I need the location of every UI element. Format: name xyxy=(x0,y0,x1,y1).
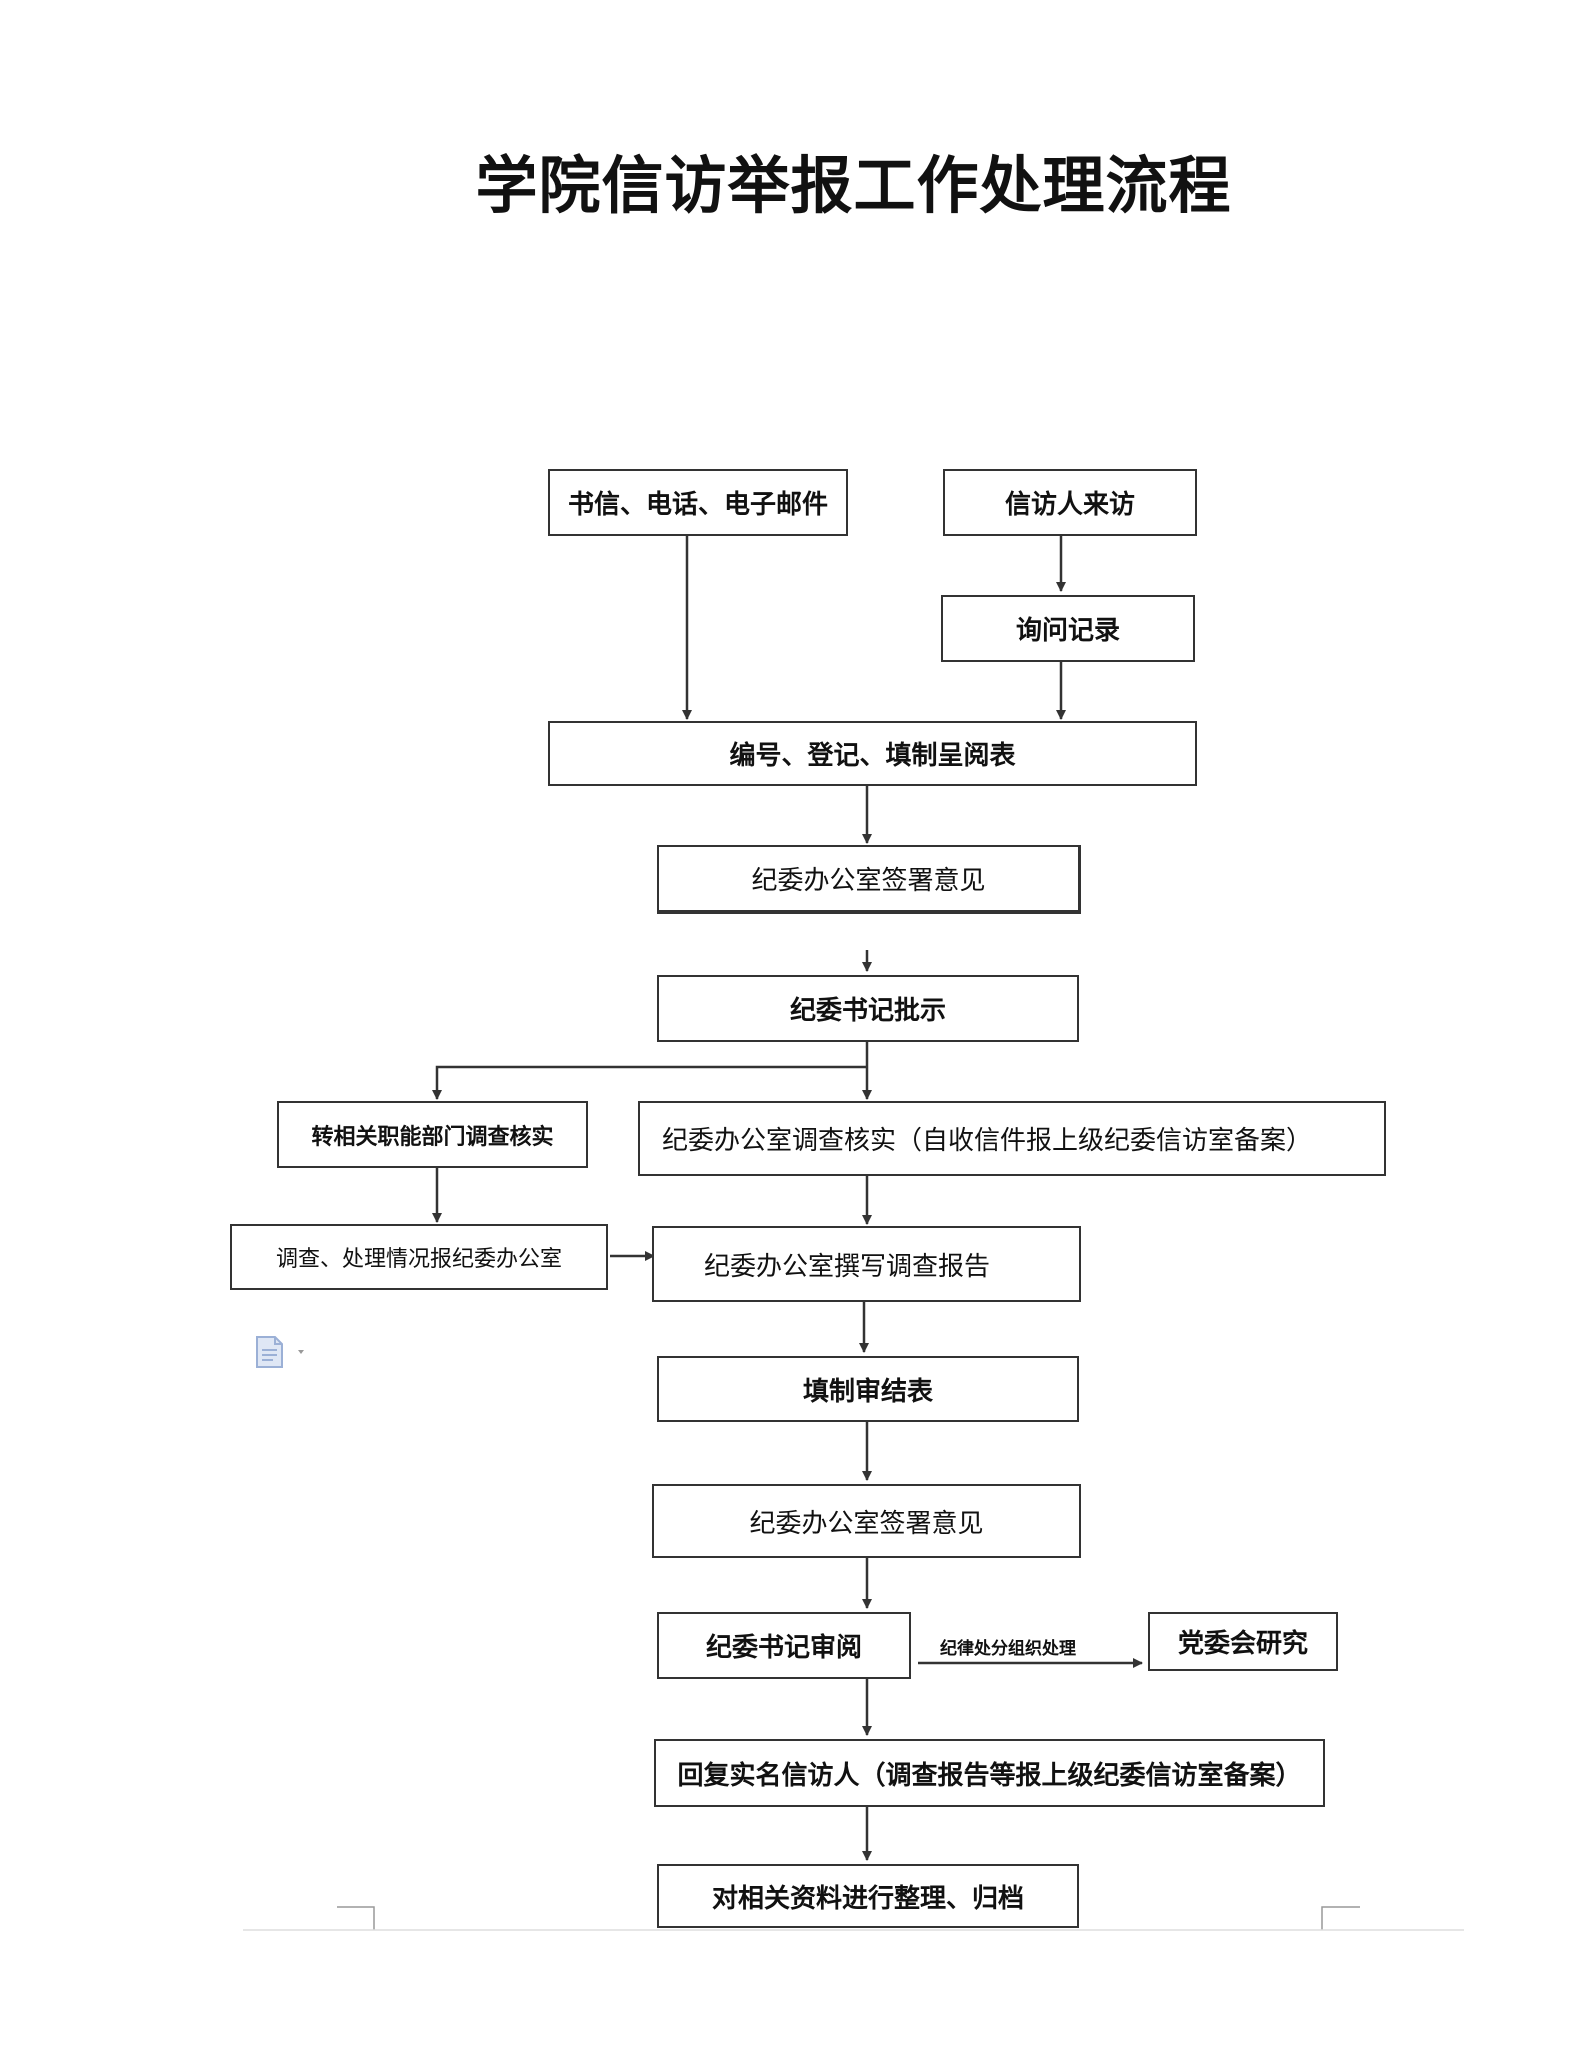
node-label: 询问记录 xyxy=(1015,616,1120,646)
node-office-opinion-2: 纪委办公室签署意见 xyxy=(652,1484,1081,1558)
edge-label-discipline: 纪律处分组织处理 xyxy=(940,1639,1076,1659)
node-label: 纪委办公室签署意见 xyxy=(751,866,986,896)
node-office-opinion-1: 纪委办公室签署意见 xyxy=(657,845,1081,914)
node-secretary-review: 纪委书记审阅 xyxy=(657,1612,911,1679)
node-secretary-instruction: 纪委书记批示 xyxy=(657,975,1079,1042)
node-label: 纪委办公室撰写调查报告 xyxy=(704,1251,991,1282)
node-label: 纪委办公室签署意见 xyxy=(749,1508,984,1539)
node-label: 编号、登记、填制呈阅表 xyxy=(729,741,1016,771)
page-title: 学院信访举报工作处理流程 xyxy=(475,149,1232,222)
node-label: 填制审结表 xyxy=(802,1376,933,1407)
arrow-instruction-to-transfer xyxy=(432,1065,867,1100)
node-label: 回复实名信访人（调查报告等报上级纪委信访室备案） xyxy=(677,1760,1302,1791)
node-reply-informant: 回复实名信访人（调查报告等报上级纪委信访室备案） xyxy=(654,1739,1325,1807)
node-archive: 对相关资料进行整理、归档 xyxy=(657,1864,1079,1928)
node-label: 党委会研究 xyxy=(1177,1629,1308,1659)
node-report-to-office: 调查、处理情况报纪委办公室 xyxy=(230,1224,608,1290)
node-fill-form: 填制审结表 xyxy=(657,1356,1079,1422)
document-icon[interactable] xyxy=(253,1334,313,1370)
node-party-committee: 党委会研究 xyxy=(1148,1612,1338,1671)
node-label: 信访人来访 xyxy=(1004,490,1135,520)
node-label: 纪委书记审阅 xyxy=(705,1633,862,1663)
node-transfer-departments: 转相关职能部门调查核实 xyxy=(277,1101,588,1168)
node-letters-phone-email: 书信、电话、电子邮件 xyxy=(548,469,848,536)
node-write-report: 纪委办公室撰写调查报告 xyxy=(652,1226,1081,1302)
node-inquiry-record: 询问记录 xyxy=(941,595,1195,662)
node-office-investigate: 纪委办公室调查核实（自收信件报上级纪委信访室备案） xyxy=(638,1101,1386,1176)
node-label: 转相关职能部门调查核实 xyxy=(311,1124,554,1150)
node-label: 对相关资料进行整理、归档 xyxy=(711,1883,1024,1914)
node-visitor: 信访人来访 xyxy=(943,469,1197,536)
node-label: 调查、处理情况报纪委办公室 xyxy=(275,1247,562,1272)
node-register: 编号、登记、填制呈阅表 xyxy=(548,721,1197,786)
node-label: 书信、电话、电子邮件 xyxy=(567,490,828,520)
node-label: 纪委办公室调查核实（自收信件报上级纪委信访室备案） xyxy=(662,1126,1313,1156)
node-label: 纪委书记批示 xyxy=(789,996,946,1026)
